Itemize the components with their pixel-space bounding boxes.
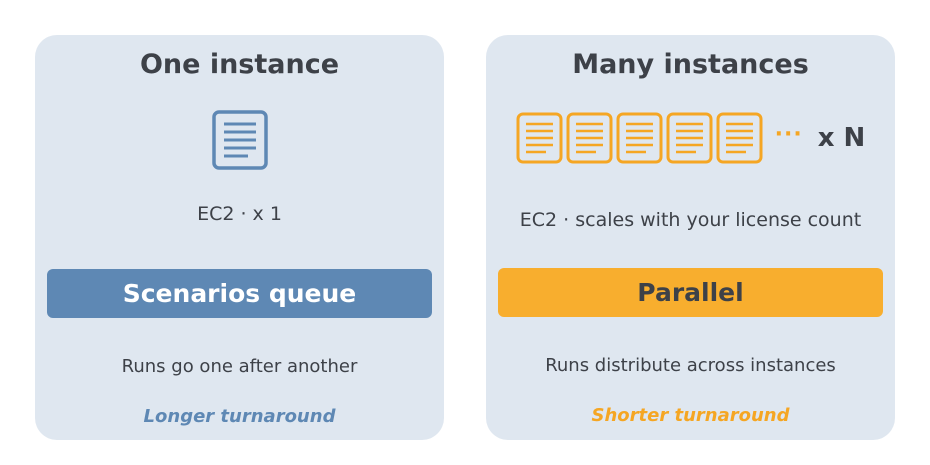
document-icon [716,112,763,164]
document-icon [666,112,713,164]
turnaround-note: Longer turnaround [143,406,336,427]
turnaround-note: Shorter turnaround [591,405,790,426]
multiplier-label: x N [817,123,866,153]
ellipsis-icon: ··· [774,121,803,147]
many-instances-card: Many instances [486,35,895,440]
card-title: Many instances [572,49,809,80]
scenarios-queue-bar: Scenarios queue [47,269,432,318]
document-icon [566,112,613,164]
card-description: Runs distribute across instances [545,355,836,376]
one-instance-card: One instance EC2 · x 1 Scenarios queue R… [35,35,444,440]
icon-row: ··· x N [486,112,895,164]
parallel-bar: Parallel [498,268,883,317]
card-title: One instance [139,49,340,80]
document-icon [211,110,268,170]
document-icon [616,112,663,164]
card-description: Runs go one after another [121,356,358,377]
document-icon [516,112,563,164]
icon-row [35,110,444,170]
card-subtitle: EC2 · scales with your license count [519,209,862,231]
card-subtitle: EC2 · x 1 [197,203,282,225]
